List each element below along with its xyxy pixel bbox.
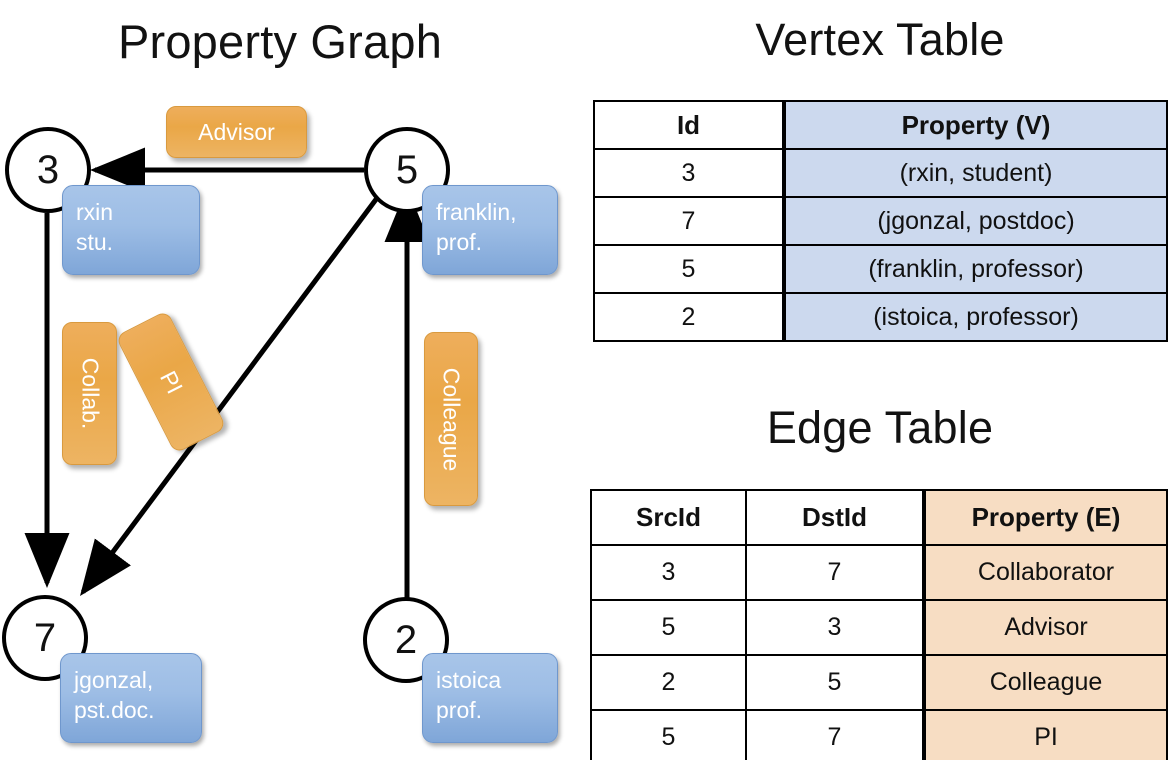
vertex-row-property: (franklin, professor) — [782, 244, 1168, 294]
vertex-table-col-property: Property (V) — [782, 100, 1168, 150]
edge-table: SrcId DstId Property (E) 3 7 Collaborato… — [590, 489, 1168, 760]
vertex-property-box-jgonzal: jgonzal, pst.doc. — [60, 653, 202, 743]
edge-label-colleague-text: Colleague — [438, 367, 465, 471]
edge-row-property: Colleague — [922, 654, 1168, 711]
edge-row-property: Advisor — [922, 599, 1168, 656]
table-row: 7 (jgonzal, postdoc) — [593, 196, 1168, 246]
vertex-property-line-1: istoica — [436, 667, 502, 693]
edge-row-dstid: 7 — [745, 544, 925, 601]
vertex-property-box-franklin: franklin, prof. — [422, 185, 558, 275]
page-title-property-graph: Property Graph — [117, 15, 443, 68]
edge-row-srcid: 2 — [590, 654, 747, 711]
vertex-property-line-2: prof. — [436, 697, 483, 723]
edge-5-to-7-pi — [80, 188, 386, 597]
edge-table-col-dstid: DstId — [745, 489, 925, 546]
edge-label-colleague: Colleague — [424, 332, 478, 506]
graph-edges-layer — [0, 80, 580, 760]
vertex-row-id: 7 — [593, 196, 785, 246]
page-title-edge-table: Edge Table — [766, 402, 994, 453]
vertex-property-line-2: stu. — [76, 229, 114, 255]
vertex-property-line-1: rxin — [76, 199, 114, 225]
vertex-property-box-istoica: istoica prof. — [422, 653, 558, 743]
edge-label-advisor: Advisor — [166, 106, 307, 158]
edge-label-pi-text: PI — [154, 366, 188, 398]
edge-row-property: PI — [922, 709, 1168, 760]
table-row: 3 (rxin, student) — [593, 148, 1168, 198]
vertex-row-id: 3 — [593, 148, 785, 198]
vertex-row-property: (jgonzal, postdoc) — [782, 196, 1168, 246]
edge-row-srcid: 5 — [590, 709, 747, 760]
vertex-row-property: (rxin, student) — [782, 148, 1168, 198]
vertex-row-property: (istoica, professor) — [782, 292, 1168, 342]
vertex-table: Id Property (V) 3 (rxin, student) 7 (jgo… — [593, 100, 1168, 342]
table-row: 5 7 PI — [590, 709, 1168, 760]
table-header-row: Id Property (V) — [593, 100, 1168, 150]
vertex-table-body: 3 (rxin, student) 7 (jgonzal, postdoc) 5… — [593, 148, 1168, 342]
edge-table-header: SrcId DstId Property (E) — [590, 489, 1168, 546]
table-row: 5 (franklin, professor) — [593, 244, 1168, 294]
graph-vertex-3[interactable]: 3 — [5, 127, 91, 213]
edge-row-dstid: 7 — [745, 709, 925, 760]
edge-label-collab-text: Collab. — [77, 357, 104, 430]
page-title-vertex-table: Vertex Table — [755, 14, 1005, 65]
edge-label-collab: Collab. — [62, 322, 117, 465]
edge-row-dstid: 5 — [745, 654, 925, 711]
edge-label-advisor-text: Advisor — [198, 118, 275, 145]
edge-row-dstid: 3 — [745, 599, 925, 656]
vertex-table-col-id: Id — [593, 100, 785, 150]
table-row: 5 3 Advisor — [590, 599, 1168, 656]
vertex-property-box-rxin: rxin stu. — [62, 185, 200, 275]
edge-table-body: 3 7 Collaborator 5 3 Advisor 2 5 Colleag… — [590, 544, 1168, 760]
table-row: 2 (istoica, professor) — [593, 292, 1168, 342]
edge-row-srcid: 5 — [590, 599, 747, 656]
table-row: 2 5 Colleague — [590, 654, 1168, 711]
table-row: 3 7 Collaborator — [590, 544, 1168, 601]
vertex-row-id: 2 — [593, 292, 785, 342]
edge-row-srcid: 3 — [590, 544, 747, 601]
vertex-property-line-2: pst.doc. — [74, 697, 155, 723]
vertex-property-line-1: jgonzal, — [74, 667, 154, 693]
edge-row-property: Collaborator — [922, 544, 1168, 601]
vertex-table-header: Id Property (V) — [593, 100, 1168, 150]
edge-table-col-srcid: SrcId — [590, 489, 747, 546]
vertex-property-line-2: prof. — [436, 229, 483, 255]
table-header-row: SrcId DstId Property (E) — [590, 489, 1168, 546]
graph-edge-svg — [24, 147, 430, 600]
vertex-property-line-1: franklin, — [436, 199, 517, 225]
vertex-row-id: 5 — [593, 244, 785, 294]
edge-table-col-property: Property (E) — [922, 489, 1168, 546]
